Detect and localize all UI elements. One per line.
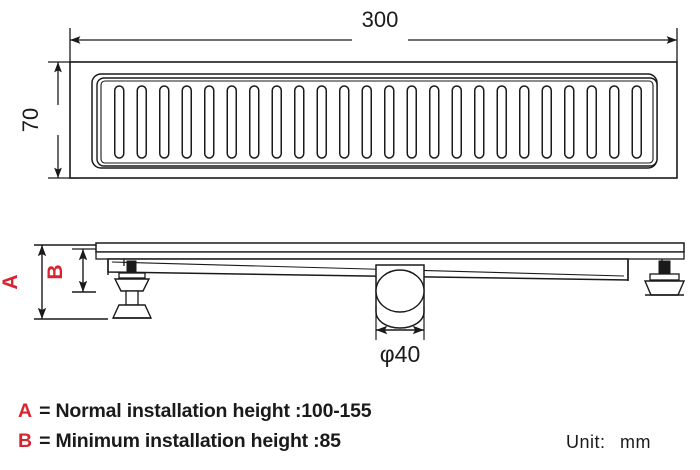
section-rim-flange bbox=[95, 251, 685, 260]
legend-block: A = Normal installation height :100-155 … bbox=[18, 396, 578, 456]
leg-left-bolt-head bbox=[126, 260, 137, 274]
grate-slot bbox=[451, 85, 462, 159]
grate-slot bbox=[114, 85, 125, 159]
height-b-dimension: B bbox=[44, 248, 96, 293]
section-body-geometry: φ40 bbox=[95, 242, 686, 367]
grate-slot bbox=[316, 85, 327, 159]
grate-slot bbox=[541, 85, 552, 159]
grate-slot bbox=[271, 85, 282, 159]
legend-text-b: Minimum installation height :85 bbox=[55, 430, 341, 452]
outlet-diameter-dimension: φ40 bbox=[375, 306, 425, 367]
plan-grate-plate bbox=[100, 80, 654, 164]
leg-right-washer bbox=[649, 273, 680, 281]
height-b-label: B bbox=[44, 264, 67, 279]
width-dimension-label: 300 bbox=[362, 7, 399, 32]
grate-slot bbox=[294, 85, 305, 159]
grate-slot bbox=[181, 85, 192, 159]
section-view-group: A B bbox=[0, 242, 686, 367]
grate-slot bbox=[631, 85, 642, 159]
legend-row-b: B = Minimum installation height :85 bbox=[18, 426, 578, 456]
grate-slot bbox=[339, 85, 350, 159]
grate-slot bbox=[204, 85, 215, 159]
leg-right-cone bbox=[643, 280, 686, 296]
grate-slot bbox=[361, 85, 372, 159]
grate-slot bbox=[474, 85, 485, 159]
height-dimension-70: 70 bbox=[18, 61, 78, 179]
unit-note: Unit: mm bbox=[566, 432, 651, 453]
grate-slot bbox=[429, 85, 440, 159]
unit-value: mm bbox=[620, 432, 652, 452]
legend-row-a: A = Normal installation height :100-155 bbox=[18, 396, 578, 426]
section-channel-floor-line bbox=[111, 261, 625, 277]
leg-right-bolt-head bbox=[658, 260, 671, 275]
leg-left-cone bbox=[113, 278, 151, 292]
unit-label: Unit: bbox=[566, 432, 606, 452]
grate-slot bbox=[519, 85, 530, 159]
height-a-dimension: A bbox=[0, 244, 108, 320]
adjustable-leg-left bbox=[111, 259, 153, 319]
outlet-bore-ellipse bbox=[375, 269, 425, 313]
plan-grate-slot-pattern bbox=[114, 85, 642, 159]
height-dimension-label: 70 bbox=[18, 108, 43, 132]
grate-slot bbox=[586, 85, 597, 159]
grate-slot bbox=[249, 85, 260, 159]
plan-view-group: 300 70 bbox=[18, 7, 678, 179]
width-dimension-300: 300 bbox=[69, 7, 678, 62]
adjustable-leg-right bbox=[643, 259, 686, 296]
section-grate-lid bbox=[95, 242, 685, 253]
leg-left-threaded-shaft bbox=[125, 290, 139, 306]
grate-slot bbox=[136, 85, 147, 159]
legend-text-a: Normal installation height :100-155 bbox=[55, 400, 372, 422]
leg-left-foot-base bbox=[111, 304, 153, 319]
grate-slot bbox=[384, 85, 395, 159]
grate-slot bbox=[496, 85, 507, 159]
section-outlet-cylinder bbox=[375, 264, 425, 329]
grate-slot bbox=[226, 85, 237, 159]
legend-equals-a: = bbox=[39, 400, 51, 422]
legend-key-a: A bbox=[18, 400, 32, 422]
legend-equals-b: = bbox=[39, 430, 51, 452]
leg-left-washer bbox=[118, 272, 146, 279]
grate-slot bbox=[609, 85, 620, 159]
grate-slot bbox=[406, 85, 417, 159]
grate-slot bbox=[159, 85, 170, 159]
outlet-diameter-label: φ40 bbox=[380, 341, 421, 367]
height-a-label: A bbox=[0, 274, 22, 289]
grate-slot bbox=[564, 85, 575, 159]
legend-key-b: B bbox=[18, 430, 32, 452]
